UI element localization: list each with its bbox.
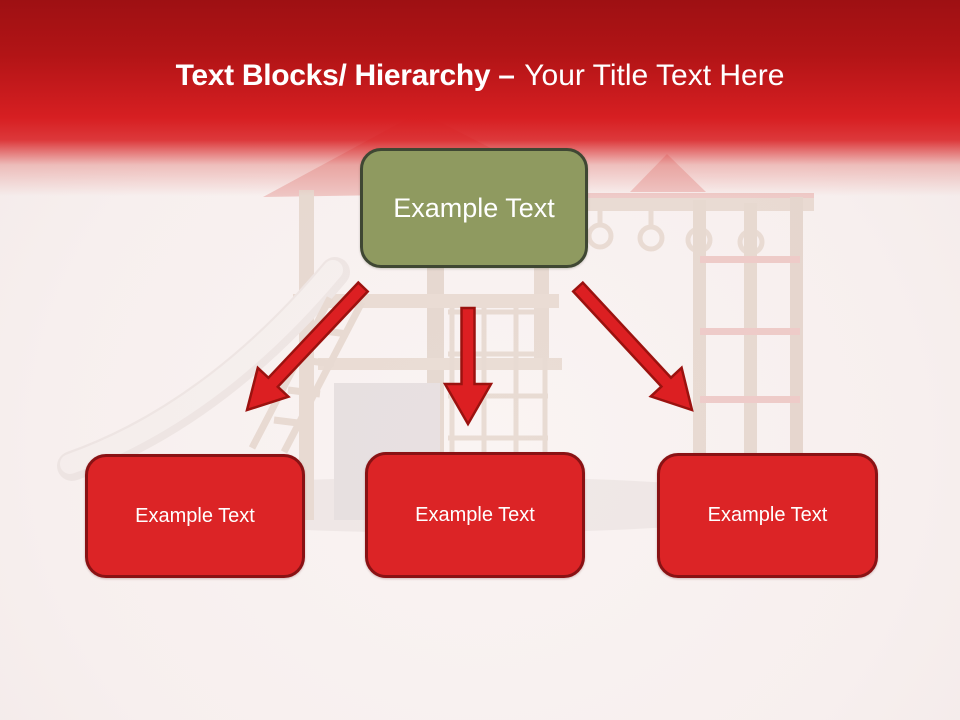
arrow-down-left-icon[interactable] [245, 280, 370, 412]
child-text-block-1-label: Example Text [135, 504, 255, 527]
arrow-down-icon[interactable] [442, 306, 494, 427]
arrow-down-right-icon[interactable] [571, 280, 694, 412]
parent-text-block[interactable]: Example Text [360, 148, 588, 268]
child-text-block-1[interactable]: Example Text [85, 454, 305, 578]
child-text-block-3-label: Example Text [707, 504, 828, 526]
parent-text-block-label: Example Text [393, 192, 555, 223]
child-text-block-2[interactable]: Example Text [365, 452, 585, 578]
child-text-block-3[interactable]: Example Text [657, 453, 878, 578]
child-text-block-2-label: Example Text [415, 503, 535, 526]
